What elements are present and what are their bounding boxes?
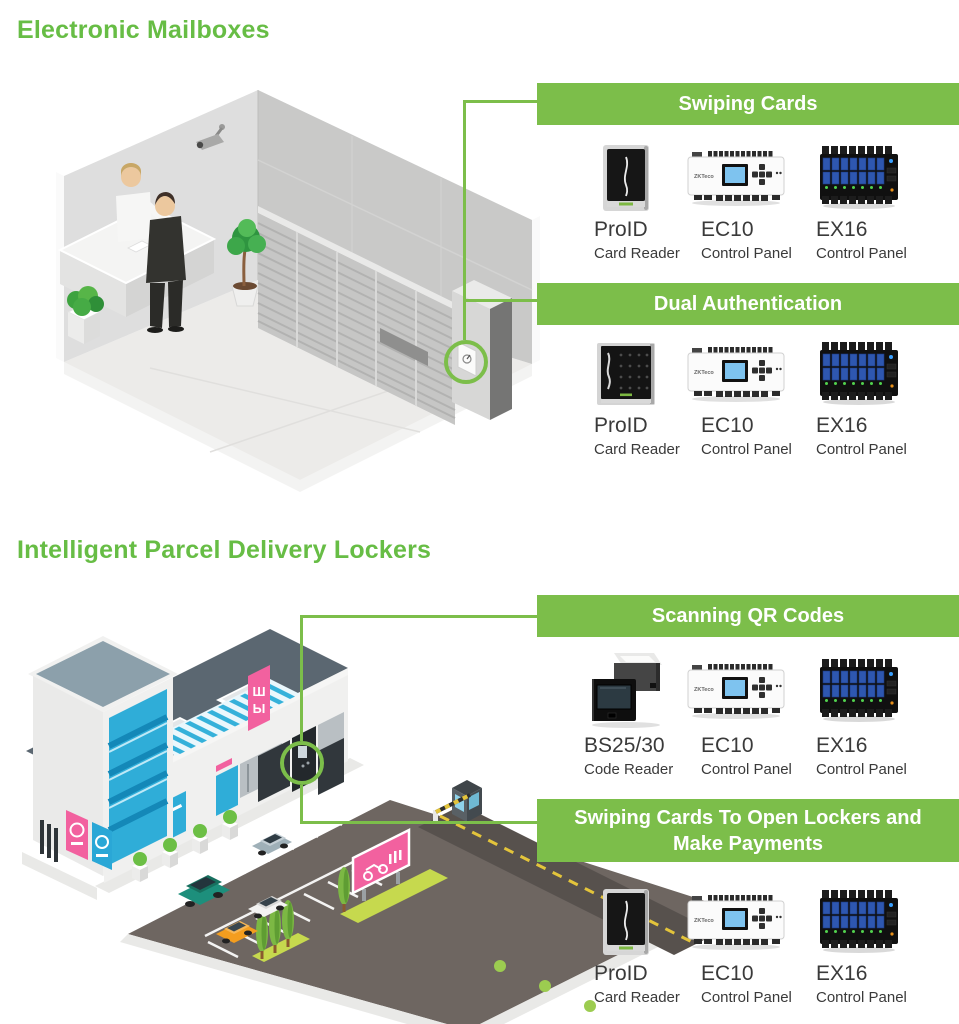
connector-line-vertical-bottom-2 bbox=[300, 785, 303, 823]
product-subtitle: Card Reader bbox=[594, 441, 680, 458]
product-name: EX16 bbox=[816, 414, 868, 437]
car-white bbox=[248, 896, 288, 919]
cypress-trees bbox=[256, 867, 350, 959]
product-ec10-row2: EC10 Control Panel bbox=[668, 336, 804, 458]
car-grey bbox=[252, 833, 292, 856]
connector-line-vertical-bottom-1 bbox=[300, 615, 303, 741]
product-name: EC10 bbox=[701, 218, 754, 241]
product-subtitle: Control Panel bbox=[816, 245, 907, 262]
product-subtitle: Control Panel bbox=[816, 761, 907, 778]
banner-swiping-cards: Swiping Cards bbox=[537, 83, 959, 125]
product-name: ProID bbox=[594, 962, 648, 985]
product-name: EC10 bbox=[701, 734, 754, 757]
product-subtitle: Control Panel bbox=[701, 441, 792, 458]
svg-text:Ш: Ш bbox=[252, 684, 265, 699]
security-camera-icon bbox=[196, 124, 225, 150]
connector-line-qr-codes bbox=[300, 615, 539, 618]
svg-text:Ы: Ы bbox=[253, 701, 266, 716]
product-name: BS25/30 bbox=[584, 734, 665, 757]
product-name: EX16 bbox=[816, 218, 868, 241]
ex16-control-panel-icon bbox=[784, 336, 934, 412]
banner-scanning-qr-codes: Scanning QR Codes bbox=[537, 595, 959, 637]
electronic-mailbox-wall bbox=[257, 206, 456, 425]
product-subtitle: Card Reader bbox=[594, 989, 680, 1006]
highlight-circle-mailbox-reader bbox=[444, 340, 488, 384]
product-ex16-row3: EX16 Control Panel bbox=[784, 650, 934, 778]
product-subtitle: Control Panel bbox=[701, 761, 792, 778]
product-ec10-row3: EC10 Control Panel bbox=[668, 650, 804, 778]
sidewalk-planters bbox=[132, 810, 596, 1012]
product-ex16-row4: EX16 Control Panel bbox=[784, 884, 934, 1006]
product-proid-row1: ProID Card Reader bbox=[560, 140, 692, 262]
product-subtitle: Control Panel bbox=[816, 989, 907, 1006]
connector-line-swiping-cards bbox=[463, 100, 539, 103]
connector-line-vertical-top bbox=[463, 100, 466, 340]
product-name: ProID bbox=[594, 218, 648, 241]
product-proid-row2: ProID Card Reader bbox=[560, 336, 692, 458]
product-name: EX16 bbox=[816, 962, 868, 985]
product-name: EC10 bbox=[701, 414, 754, 437]
product-subtitle: Control Panel bbox=[816, 441, 907, 458]
potted-plant-icon bbox=[66, 286, 104, 344]
parking-barrier bbox=[433, 793, 471, 824]
product-subtitle: Control Panel bbox=[701, 989, 792, 1006]
product-subtitle: Card Reader bbox=[594, 245, 680, 262]
customer-figure bbox=[146, 192, 186, 333]
glass-tower-building bbox=[28, 636, 178, 876]
topiary-tree-icon bbox=[227, 219, 266, 307]
connector-line-dual-auth bbox=[465, 299, 539, 302]
shop-poster-pink bbox=[66, 810, 88, 860]
car-orange bbox=[216, 921, 258, 944]
mall-roof-sign: Ш Ы bbox=[248, 665, 270, 731]
section-title-electronic-mailboxes: Electronic Mailboxes bbox=[17, 16, 270, 44]
product-subtitle: Control Panel bbox=[701, 245, 792, 262]
ex16-control-panel-icon bbox=[784, 884, 934, 960]
scooter-billboard bbox=[351, 827, 411, 901]
product-ex16-row1: EX16 Control Panel bbox=[784, 140, 934, 262]
ex16-control-panel-icon bbox=[784, 140, 934, 216]
product-name: EC10 bbox=[701, 962, 754, 985]
mall-parking-isometric-scene: Ш Ы bbox=[22, 629, 730, 1024]
shop-poster-blue bbox=[92, 822, 112, 870]
product-name: ProID bbox=[594, 414, 648, 437]
car-teal-suv bbox=[178, 875, 230, 907]
product-name: EX16 bbox=[816, 734, 868, 757]
ex16-control-panel-icon bbox=[784, 650, 934, 732]
product-proid-row4: ProID Card Reader bbox=[560, 884, 692, 1006]
banner-dual-authentication: Dual Authentication bbox=[537, 283, 959, 325]
product-ec10-row4: EC10 Control Panel bbox=[668, 884, 804, 1006]
product-ex16-row2: EX16 Control Panel bbox=[784, 336, 934, 458]
section-title-parcel-lockers: Intelligent Parcel Delivery Lockers bbox=[17, 536, 432, 564]
connector-line-swiping-lockers bbox=[300, 821, 539, 824]
banner-swiping-cards-lockers: Swiping Cards To Open Lockers and Make P… bbox=[537, 799, 959, 862]
product-subtitle: Code Reader bbox=[584, 761, 674, 778]
parking-lot bbox=[128, 800, 718, 1024]
highlight-circle-locker-kiosk bbox=[280, 741, 324, 785]
product-bs2530-row3: BS25/30 Code Reader bbox=[560, 650, 692, 778]
product-ec10-row1: EC10 Control Panel bbox=[668, 140, 804, 262]
